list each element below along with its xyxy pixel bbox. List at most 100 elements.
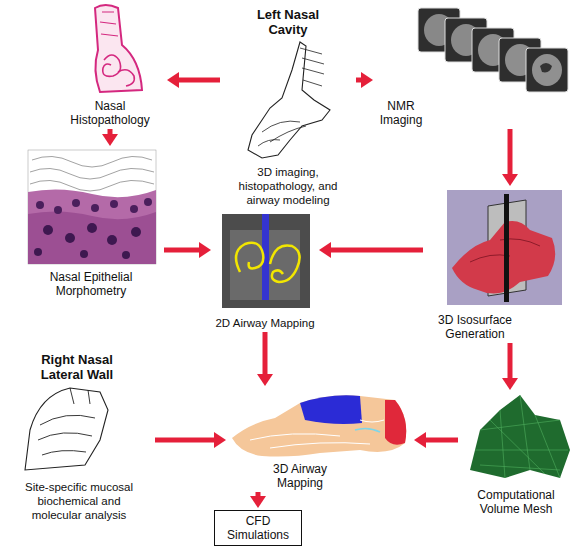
arrow-head xyxy=(502,378,518,390)
flow-arrow xyxy=(319,242,423,258)
left-nasal-cavity-drawing-part xyxy=(262,48,324,142)
morphometry-step: Nasal Epithelial Morphometry xyxy=(25,148,162,298)
epithelial-micrograph-part xyxy=(131,227,141,237)
epithelial-micrograph-part xyxy=(144,198,152,206)
flow-arrow xyxy=(414,432,458,448)
epithelial-micrograph-part xyxy=(91,204,99,212)
airway-map-2d xyxy=(222,214,310,308)
node-caption: CFD Simulations xyxy=(220,514,296,542)
arrow-head xyxy=(199,242,211,258)
nmr-image-stack-part xyxy=(526,48,568,92)
node-caption: Nasal Epithelial Morphometry xyxy=(33,270,149,298)
node-caption: 2D Airway Mapping xyxy=(209,316,321,330)
lateral-wall-step: Right Nasal Lateral WallSite-specific mu… xyxy=(5,352,153,522)
arrow-head xyxy=(257,374,273,386)
node-caption: 3D Airway Mapping xyxy=(260,462,340,490)
epithelial-micrograph-part xyxy=(34,248,42,256)
airway-map-2d-part xyxy=(270,245,300,282)
right-lateral-wall-drawing xyxy=(25,388,108,470)
arrow-shaft xyxy=(508,343,513,380)
cfd-box: CFD Simulations xyxy=(214,510,302,546)
arrow-head xyxy=(102,134,118,146)
arrow-head xyxy=(250,496,266,508)
imaging-overview: Left Nasal Cavity 3D imaging, histopathol… xyxy=(222,5,354,207)
volume-mesh xyxy=(470,395,570,478)
arrow-shaft xyxy=(177,78,220,83)
arrow-head xyxy=(502,174,518,186)
flow-arrow xyxy=(164,242,211,258)
airway-map-3d-part xyxy=(232,395,406,456)
flow-arrow xyxy=(102,129,118,146)
epithelial-micrograph-part xyxy=(87,223,97,233)
flow-arrow xyxy=(356,72,373,88)
airway-3d-step: 3D Airway Mapping xyxy=(228,388,412,490)
arrow-head xyxy=(361,72,373,88)
node-caption: 3D imaging, histopathology, and airway m… xyxy=(222,165,354,207)
flow-arrow xyxy=(502,343,518,390)
nmr-image-stack xyxy=(418,8,568,92)
arrow-head xyxy=(167,72,179,88)
flow-arrow xyxy=(257,332,273,386)
arrow-head xyxy=(414,432,426,448)
right-lateral-wall-drawing-part xyxy=(25,388,108,470)
epithelial-micrograph-part xyxy=(30,156,154,191)
epithelial-micrograph-part xyxy=(130,205,138,213)
epithelial-micrograph-part xyxy=(54,206,62,214)
right-lateral-wall-drawing-part xyxy=(38,388,95,455)
volume-mesh-part xyxy=(470,395,570,478)
nasal-histopathology-drawing-part xyxy=(95,5,142,92)
arrow-shaft xyxy=(164,248,201,253)
arrow-shaft xyxy=(424,438,458,443)
volume-mesh-part xyxy=(475,395,568,478)
node-caption: Site-specific mucosal biochemical and mo… xyxy=(15,480,143,522)
airway-map-3d-part xyxy=(300,395,362,424)
node-caption: Nasal Histopathology xyxy=(65,99,155,127)
epithelial-micrograph-part xyxy=(72,199,80,207)
isosurface-render-part xyxy=(452,221,555,294)
flow-arrow xyxy=(250,492,266,508)
arrow-head xyxy=(319,242,331,258)
node-heading: Left Nasal Cavity xyxy=(248,7,328,37)
airway-map-2d-part xyxy=(222,214,310,308)
histopathology-step: Nasal Histopathology xyxy=(55,5,165,127)
node-caption: 3D Isosurface Generation xyxy=(425,313,525,341)
flow-arrow xyxy=(167,72,220,88)
nmr-image-stack-part xyxy=(532,54,562,86)
nmr-image-stack-part xyxy=(540,63,552,72)
airway-map-2d-part xyxy=(236,243,263,272)
arrow-shaft xyxy=(508,129,513,176)
flow-arrow xyxy=(502,129,518,186)
left-nasal-cavity-drawing-part xyxy=(248,42,330,158)
flow-arrow xyxy=(155,432,226,448)
nmr-step: NMR Imaging xyxy=(375,5,572,127)
node-heading: Right Nasal Lateral Wall xyxy=(27,352,127,382)
airway-2d-step: 2D Airway Mapping xyxy=(213,212,317,330)
airway-map-3d-part xyxy=(385,400,406,445)
epithelial-micrograph xyxy=(28,150,156,264)
node-caption: NMR Imaging xyxy=(375,99,427,127)
epithelial-micrograph-part xyxy=(65,233,75,243)
isosurface-render xyxy=(447,190,562,305)
epithelial-micrograph-part xyxy=(28,150,156,264)
arrow-shaft xyxy=(155,438,216,443)
isosurface-render-part xyxy=(447,190,562,305)
left-nasal-cavity-drawing-part xyxy=(258,140,280,146)
node-caption: Computational Volume Mesh xyxy=(464,488,568,516)
nasal-histopathology-drawing-part xyxy=(103,55,121,76)
left-nasal-cavity-drawing xyxy=(248,42,330,158)
nasal-histopathology-drawing xyxy=(95,5,142,92)
epithelial-micrograph-part xyxy=(122,251,130,259)
epithelial-micrograph-part xyxy=(36,201,44,209)
epithelial-micrograph-part xyxy=(28,211,156,264)
mesh-step: Computational Volume Mesh xyxy=(460,392,572,516)
isosurface-render-part xyxy=(504,194,509,302)
nasal-histopathology-drawing-part xyxy=(100,12,118,36)
epithelial-micrograph-part xyxy=(28,189,156,264)
isosurface-step: 3D Isosurface Generation xyxy=(425,188,572,341)
epithelial-micrograph-part xyxy=(80,250,88,258)
arrow-shaft xyxy=(263,332,268,376)
nasal-histopathology-drawing-part xyxy=(118,70,134,86)
epithelial-micrograph-part xyxy=(107,235,117,245)
airway-map-3d-part xyxy=(355,428,380,432)
